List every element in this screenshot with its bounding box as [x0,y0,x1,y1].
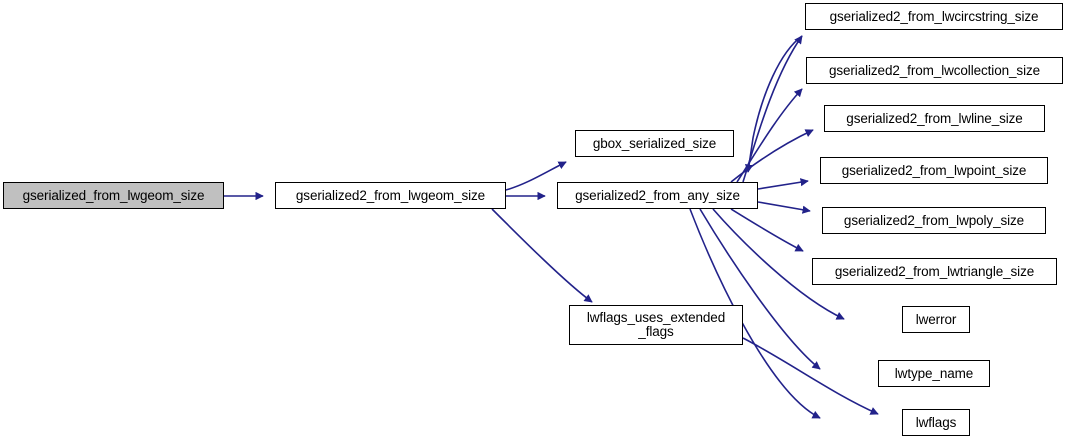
graph-node-label: lwflags [915,414,957,430]
graph-node-label: gbox_serialized_size [592,135,717,151]
graph-node-label: gserialized2_from_lwline_size [846,110,1023,126]
graph-edge-n3-to-n9 [757,201,811,214]
graph-edge-n4-to-n13 [742,337,879,415]
graph-node-gserialized2_from_lwtriangle_size[interactable]: gserialized2_from_lwtriangle_size [812,258,1057,285]
graph-edge-n3-to-n7 [730,129,814,183]
graph-node-gserialized2_from_lwcircstring_size[interactable]: gserialized2_from_lwcircstring_size [805,3,1063,30]
graph-edge-n3-to-n10 [730,208,804,252]
graph-node-gserialized2_from_lwpoly_size[interactable]: gserialized2_from_lwpoly_size [822,207,1046,234]
graph-node-label: gserialized_from_lwgeom_size [22,187,205,203]
graph-node-label: gserialized2_from_lwtriangle_size [834,263,1035,279]
graph-node-gserialized2_from_lwpoint_size[interactable]: gserialized2_from_lwpoint_size [820,157,1048,184]
graph-node-label: gserialized2_from_lwpoint_size [841,162,1027,178]
graph-node-gserialized2_from_lwcollection_size[interactable]: gserialized2_from_lwcollection_size [806,57,1063,84]
graph-edge-ret-to-n3 [744,35,803,173]
graph-node-label: gserialized2_from_any_size [575,187,740,203]
graph-node-gserialized2_from_lwline_size[interactable]: gserialized2_from_lwline_size [824,105,1045,132]
graph-node-label: gserialized2_from_lwcollection_size [828,62,1041,78]
graph-edge-n1-to-n4 [491,208,593,303]
graph-node-label: gserialized2_from_lwpoly_size [843,212,1025,228]
graph-edge-n3-to-n11 [712,208,845,320]
graph-node-gserialized_from_lwgeom_size[interactable]: gserialized_from_lwgeom_size [3,182,224,209]
graph-edge-n3-to-n8 [757,178,809,190]
graph-node-label: lwflags_uses_extended _flags [586,310,726,339]
graph-node-gserialized2_from_lwgeom_size[interactable]: gserialized2_from_lwgeom_size [275,182,506,209]
graph-node-gserialized2_from_any_size[interactable]: gserialized2_from_any_size [557,182,758,209]
graph-node-gbox_serialized_size[interactable]: gbox_serialized_size [575,130,734,157]
graph-edge-n1-to-n2 [505,161,567,191]
graph-node-lwerror[interactable]: lwerror [902,306,970,333]
graph-node-lwtype_name[interactable]: lwtype_name [878,360,990,387]
graph-edge-n3-to-n12 [699,208,821,370]
graph-node-label: lwerror [915,311,957,327]
graph-node-label: gserialized2_from_lwgeom_size [295,187,486,203]
graph-node-lwflags[interactable]: lwflags [902,409,970,436]
graph-node-lwflags_uses_extended_flags[interactable]: lwflags_uses_extended _flags [569,305,743,345]
graph-edge-n3-to-n5 [742,35,803,183]
graph-node-label: gserialized2_from_lwcircstring_size [829,8,1039,24]
graph-node-label: lwtype_name [894,365,974,381]
